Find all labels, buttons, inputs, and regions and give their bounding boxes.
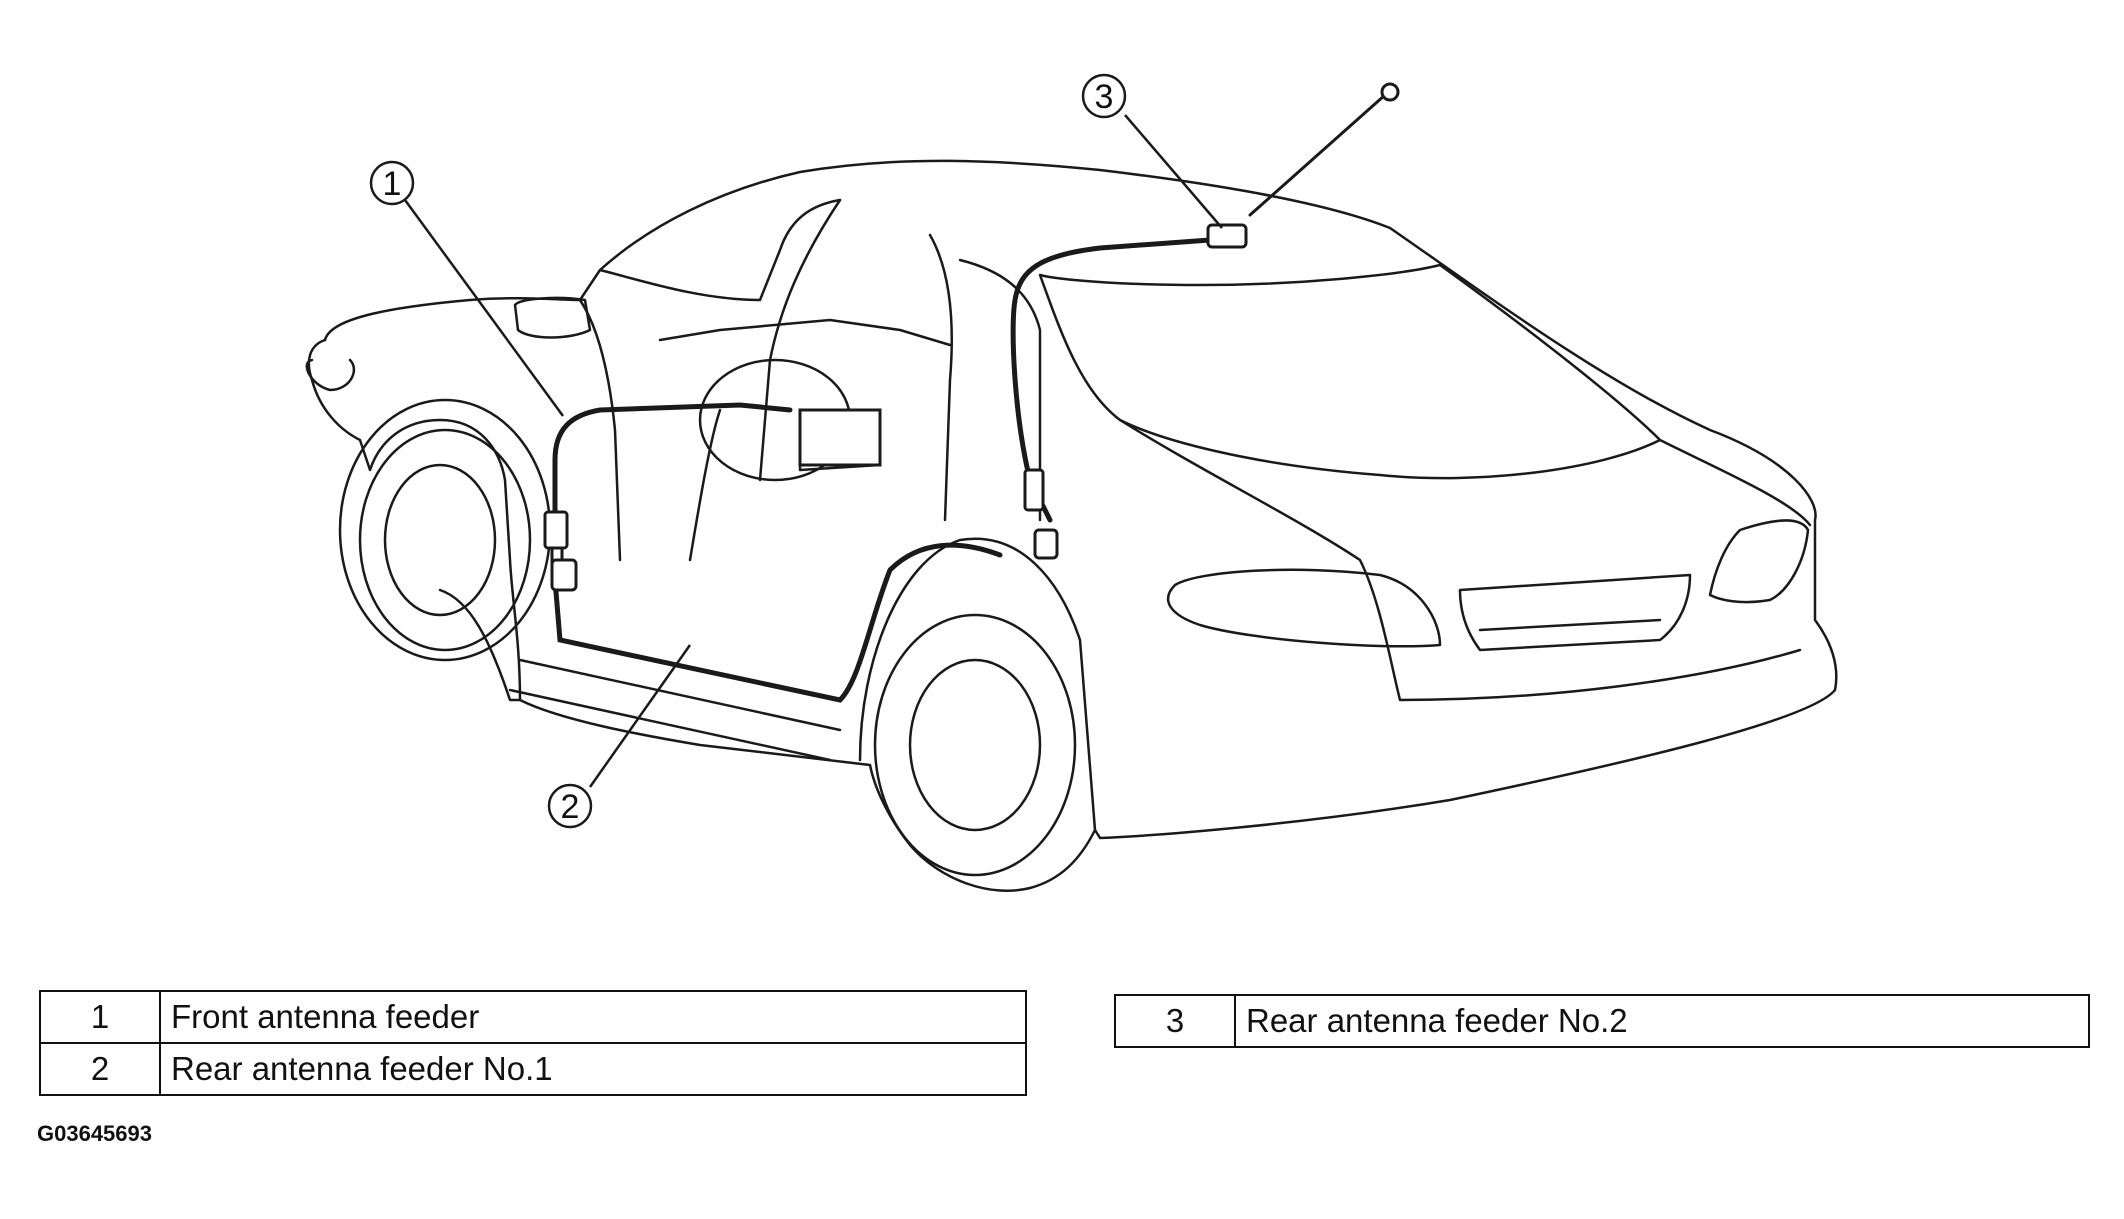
callout-3-label: 3 bbox=[1095, 78, 1114, 116]
trunk-lid bbox=[1118, 418, 1802, 702]
front-feeder-connector bbox=[543, 510, 569, 550]
callout-2-leader bbox=[588, 644, 692, 788]
figure-code: G03645693 bbox=[37, 1121, 152, 1146]
front-wheel-arch bbox=[338, 398, 552, 662]
left-taillight bbox=[1166, 568, 1442, 648]
a-pillar bbox=[758, 198, 842, 482]
front-wheel bbox=[358, 428, 532, 652]
front-antenna-feeder bbox=[552, 402, 793, 518]
legend-description: Rear antenna feeder No.2 bbox=[1234, 994, 2090, 1048]
front-bumper bbox=[305, 358, 356, 392]
side-sill bbox=[508, 658, 842, 762]
callout-1-circle bbox=[369, 160, 415, 206]
legend-table-right: 3 Rear antenna feeder No.2 bbox=[1114, 994, 2090, 1048]
front-wheel-inner bbox=[383, 463, 497, 617]
callout-3-leader bbox=[1124, 114, 1223, 229]
callout-1-leader bbox=[403, 199, 565, 417]
windshield-frame bbox=[598, 198, 842, 302]
roof-antenna-tip bbox=[1380, 82, 1400, 102]
legend-number: 3 bbox=[1114, 994, 1236, 1048]
callout-3-circle bbox=[1081, 73, 1127, 119]
side-mirror bbox=[513, 296, 592, 339]
rear-wheel-inner bbox=[908, 658, 1042, 832]
rear-wheel-arch bbox=[858, 537, 1097, 832]
radio-unit bbox=[798, 408, 882, 467]
legend-row: 3 Rear antenna feeder No.2 bbox=[1114, 994, 2090, 1048]
legend-table-left: 1 Front antenna feeder 2 Rear antenna fe… bbox=[39, 990, 1027, 1096]
legend-row: 1 Front antenna feeder bbox=[39, 990, 1027, 1044]
legend-description: Rear antenna feeder No.1 bbox=[159, 1042, 1027, 1096]
license-plate-recess bbox=[1458, 573, 1692, 652]
legend-description: Front antenna feeder bbox=[159, 990, 1027, 1044]
rear-feeder-plug bbox=[1033, 528, 1059, 560]
rear-window bbox=[1038, 263, 1662, 480]
b-pillar bbox=[928, 233, 954, 522]
callout-2-circle bbox=[547, 783, 593, 829]
roof-antenna-mast bbox=[1248, 93, 1387, 217]
rear-deck-line bbox=[1658, 438, 1812, 527]
roof-antenna-base bbox=[1206, 223, 1248, 249]
rear-antenna-feeder-no1 bbox=[552, 542, 1003, 703]
right-taillight bbox=[1708, 519, 1810, 604]
legend-number: 1 bbox=[39, 990, 161, 1044]
rear-antenna-feeder-no2 bbox=[1010, 237, 1213, 523]
rear-feeder-connector bbox=[1023, 468, 1045, 512]
car-antenna-diagram: 1 2 3 bbox=[305, 73, 1838, 892]
legend-row: 2 Rear antenna feeder No.1 bbox=[39, 1042, 1027, 1096]
legend-number: 2 bbox=[39, 1042, 161, 1096]
callout-2-label: 2 bbox=[561, 788, 580, 826]
radio-socket bbox=[550, 558, 578, 592]
rear-wheel bbox=[873, 613, 1077, 877]
callout-1-label: 1 bbox=[383, 165, 402, 203]
